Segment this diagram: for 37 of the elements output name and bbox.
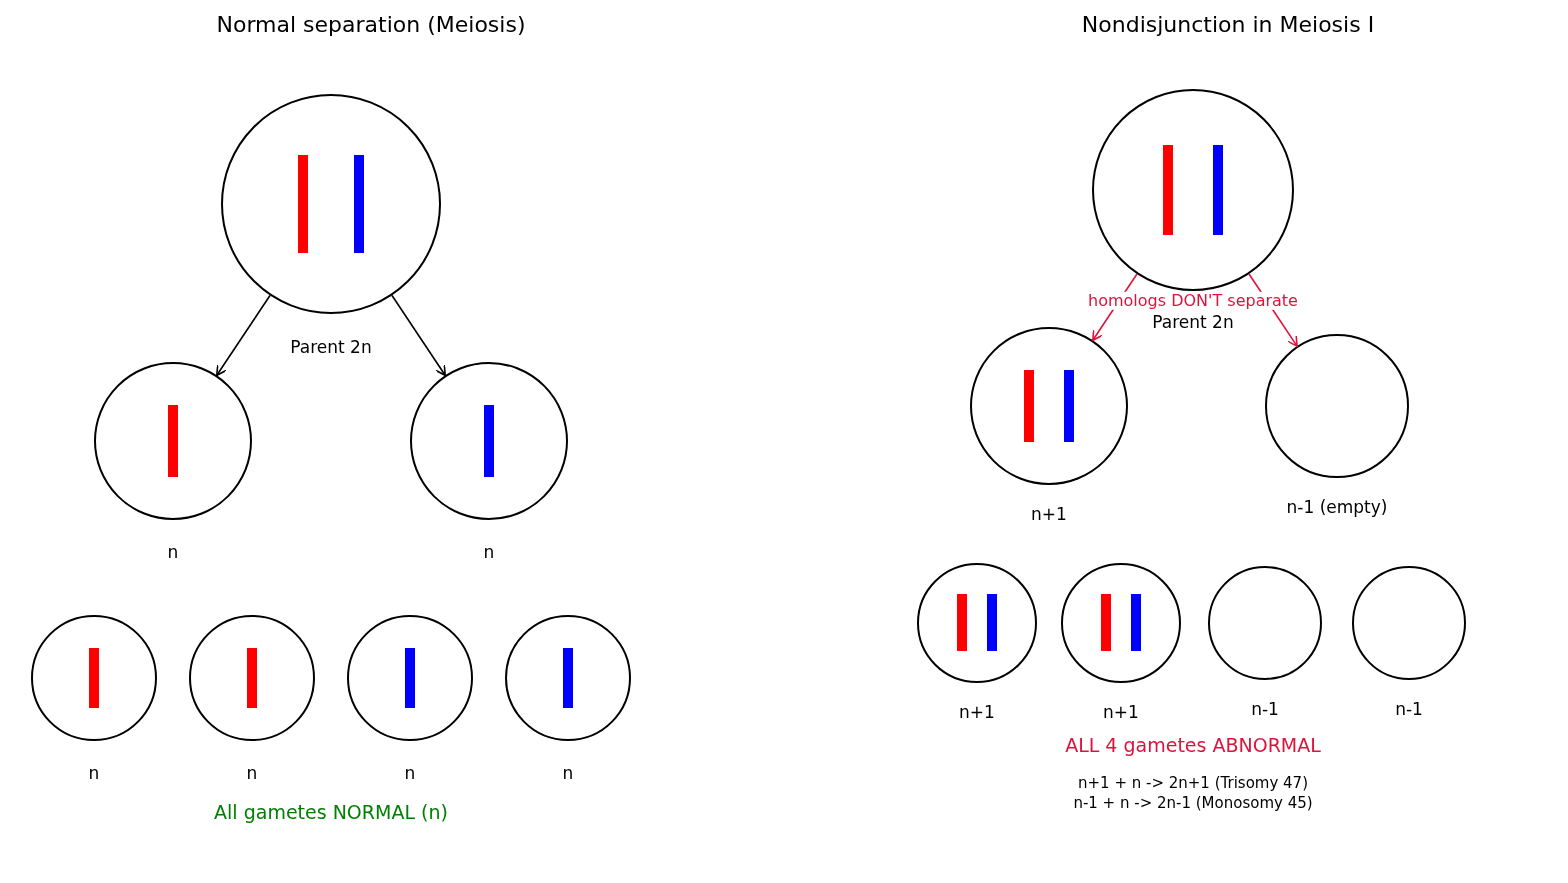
cell-label: Parent 2n (289, 338, 373, 358)
cell-circle (189, 615, 315, 741)
cell-circle (410, 362, 568, 520)
summary-note: ALL 4 gametes ABNORMAL (1064, 735, 1322, 757)
cell-circle (94, 362, 252, 520)
outcome-note: n+1 + n -> 2n+1 (Trisomy 47) (1077, 775, 1309, 793)
cell-circle (1265, 334, 1409, 478)
panel-title: Normal separation (Meiosis) (215, 12, 527, 38)
cell-circle (917, 563, 1037, 683)
cell-circle (505, 615, 631, 741)
cell-circle (347, 615, 473, 741)
cell-label: n (245, 764, 259, 784)
cell-label: n+1 (1030, 505, 1068, 525)
cell-label: n (561, 764, 575, 784)
annotation-text: homologs DON'T separate (1086, 291, 1300, 311)
arrow (391, 294, 446, 377)
cell-label: n+1 (1102, 703, 1140, 723)
cell-label: n (87, 764, 101, 784)
cell-circle (221, 94, 441, 314)
panel-title: Nondisjunction in Meiosis I (1080, 12, 1376, 38)
arrow (216, 294, 271, 377)
cell-label: n-1 (empty) (1285, 498, 1389, 518)
cell-label: n (403, 764, 417, 784)
cell-circle (1092, 89, 1294, 291)
cell-circle (970, 327, 1128, 485)
cell-circle (1352, 566, 1466, 680)
cell-label: n (166, 543, 180, 563)
cell-circle (31, 615, 157, 741)
cell-label: n-1 (1394, 700, 1424, 720)
cell-label: Parent 2n (1151, 313, 1235, 333)
cell-label: n+1 (958, 703, 996, 723)
cell-label: n-1 (1250, 700, 1280, 720)
cell-circle (1061, 563, 1181, 683)
cell-circle (1208, 566, 1322, 680)
cell-label: n (482, 543, 496, 563)
summary-note: All gametes NORMAL (n) (213, 802, 449, 824)
outcome-note: n-1 + n -> 2n-1 (Monosomy 45) (1072, 795, 1314, 813)
